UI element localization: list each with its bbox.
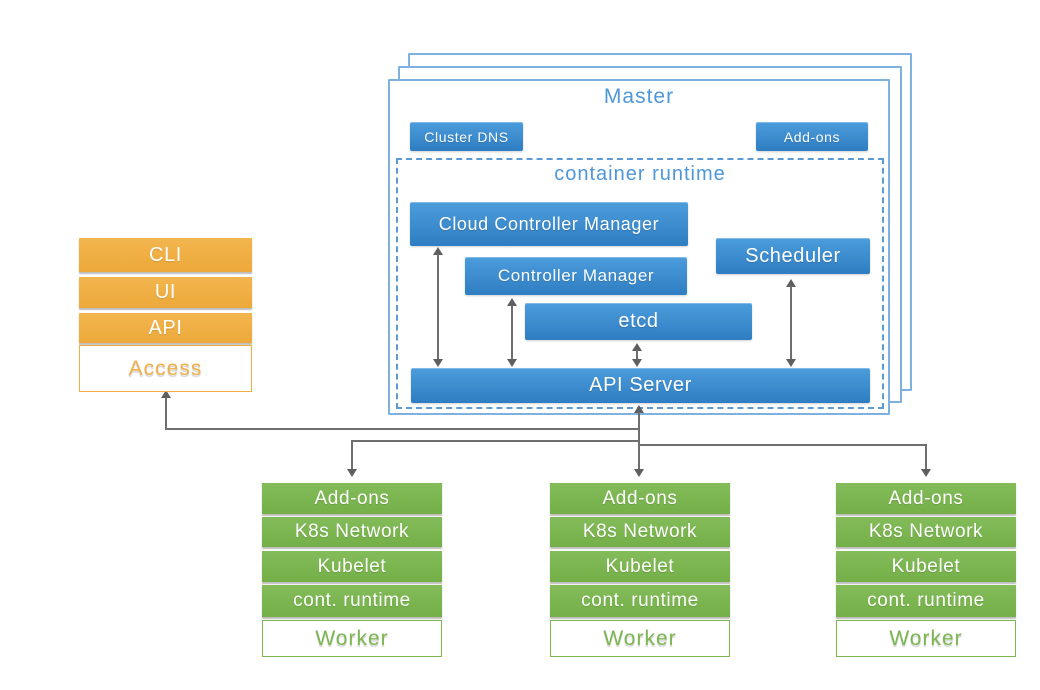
worker-row-kubelet: Kubelet <box>262 551 442 582</box>
access-row-api: API <box>79 313 252 343</box>
access-stack: CLI UI API Access <box>79 238 252 393</box>
master-addons-box: Add-ons <box>756 122 868 151</box>
master-title: Master <box>603 85 675 108</box>
arrowhead-down-icon <box>786 359 796 367</box>
cloud-controller-manager-box: Cloud Controller Manager <box>410 202 688 246</box>
worker-row-addons: Add-ons <box>262 483 442 514</box>
worker-row-kubelet: Kubelet <box>550 551 730 582</box>
worker-stack-2: Add-ons K8s Network Kubelet cont. runtim… <box>550 483 730 657</box>
worker-stack-3: Add-ons K8s Network Kubelet cont. runtim… <box>836 483 1016 657</box>
worker-row-k8s-network: K8s Network <box>262 517 442 547</box>
access-row-ui: UI <box>79 277 252 308</box>
worker-label: Worker <box>550 620 730 657</box>
worker-row-cont-runtime: cont. runtime <box>262 585 442 617</box>
arrow-line <box>790 286 792 361</box>
container-runtime-title: container runtime <box>554 163 726 185</box>
worker-label: Worker <box>262 620 442 657</box>
worker-1-branch-line <box>351 440 640 442</box>
arrowhead-up-icon <box>632 343 642 351</box>
worker-3-drop-line <box>925 445 927 470</box>
arrowhead-up-icon <box>507 298 517 306</box>
api-server-box: API Server <box>411 368 870 403</box>
arrowhead-down-icon <box>433 359 443 367</box>
worker-row-kubelet: Kubelet <box>836 551 1016 582</box>
arrowhead-up-icon <box>786 279 796 287</box>
arrowhead-to-access-icon <box>161 390 171 398</box>
arrowhead-up-icon <box>433 247 443 255</box>
worker-label: Worker <box>836 620 1016 657</box>
worker-1-drop-line <box>351 441 353 470</box>
arrowhead-to-worker-3-icon <box>921 469 931 477</box>
arrow-line <box>511 305 513 361</box>
scheduler-box: Scheduler <box>716 238 870 274</box>
controller-manager-box: Controller Manager <box>465 257 687 295</box>
access-riser-line <box>165 397 167 429</box>
access-branch-line <box>165 428 639 430</box>
worker-row-cont-runtime: cont. runtime <box>550 585 730 617</box>
arrowhead-to-worker-2-icon <box>634 469 644 477</box>
etcd-box: etcd <box>525 303 752 340</box>
worker-3-branch-line <box>638 444 927 446</box>
arrowhead-to-api-server-icon <box>634 405 644 413</box>
access-label: Access <box>79 345 252 392</box>
worker-row-k8s-network: K8s Network <box>836 517 1016 547</box>
worker-row-addons: Add-ons <box>836 483 1016 514</box>
arrow-line <box>437 254 439 361</box>
arrowhead-to-worker-1-icon <box>347 469 357 477</box>
arrowhead-down-icon <box>507 359 517 367</box>
cluster-dns-box: Cluster DNS <box>410 122 523 151</box>
worker-row-addons: Add-ons <box>550 483 730 514</box>
worker-row-k8s-network: K8s Network <box>550 517 730 547</box>
access-row-cli: CLI <box>79 238 252 272</box>
arrowhead-down-icon <box>632 359 642 367</box>
arrow-line <box>636 350 638 361</box>
worker-stack-1: Add-ons K8s Network Kubelet cont. runtim… <box>262 483 442 657</box>
worker-row-cont-runtime: cont. runtime <box>836 585 1016 617</box>
